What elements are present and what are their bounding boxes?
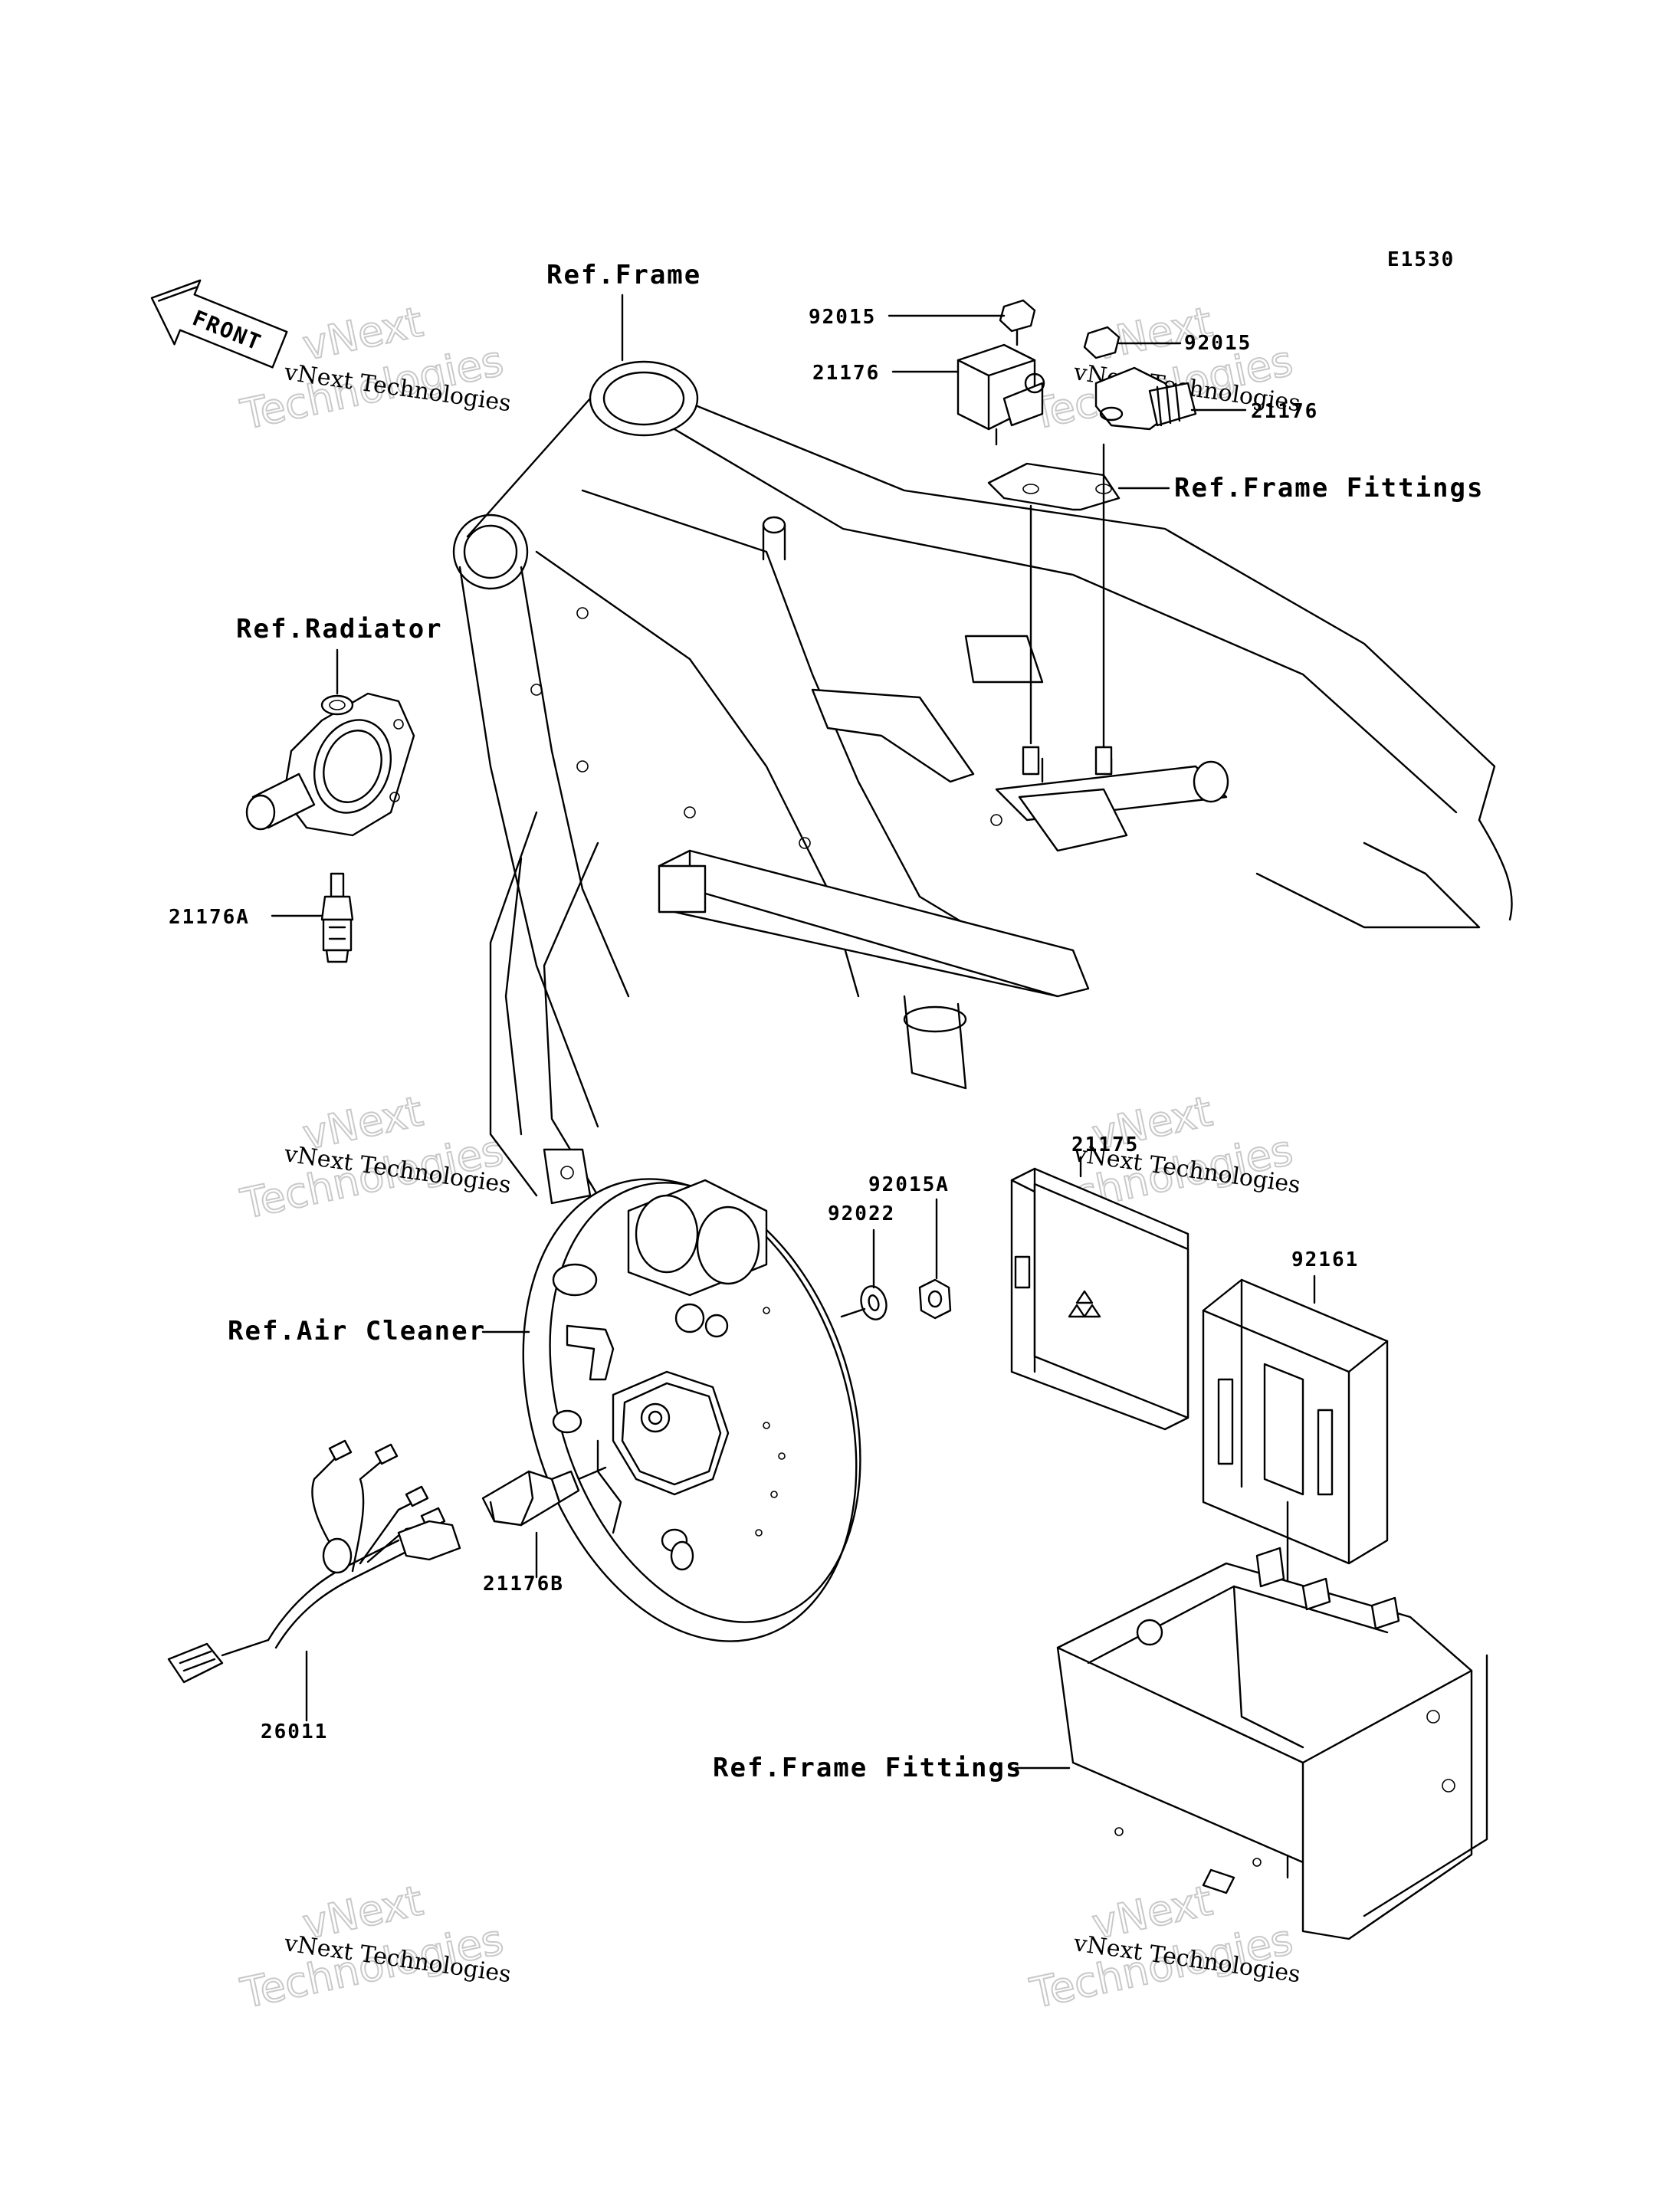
part-21176-left-label: 21176 xyxy=(812,362,880,385)
part-21176-right-label: 21176 xyxy=(1251,400,1318,423)
frame-illustration xyxy=(452,360,1513,1205)
part-21176A-label: 21176A xyxy=(169,906,250,929)
sensor-21176A xyxy=(320,872,354,963)
nut-92015A xyxy=(918,1278,952,1320)
part-92015A-label: 92015A xyxy=(868,1173,950,1196)
watermark-bottom-right: vNext Technologies vNext Technologies xyxy=(1025,1875,1302,2019)
ecu-21175 xyxy=(1010,1167,1189,1431)
cover-92161 xyxy=(1202,1278,1389,1565)
ref-frame-fittings-bottom-label: Ref.Frame Fittings xyxy=(713,1753,1022,1783)
ref-air-cleaner-label: Ref.Air Cleaner xyxy=(228,1316,486,1347)
watermark-mid-left: vNext Technologies vNext Technologies xyxy=(236,1086,513,1229)
front-arrow-icon: FRONT xyxy=(150,279,288,369)
ref-frame-label: Ref.Frame xyxy=(546,260,701,290)
part-21175-label: 21175 xyxy=(1071,1133,1139,1156)
ref-radiator-label: Ref.Radiator xyxy=(236,614,443,645)
part-92015-left-label: 92015 xyxy=(809,306,876,329)
part-26011-label: 26011 xyxy=(261,1720,328,1743)
washer-92022 xyxy=(860,1285,888,1320)
ref-frame-fittings-top-label: Ref.Frame Fittings xyxy=(1174,473,1484,504)
sensor-21176B xyxy=(481,1466,607,1527)
part-21176B-label: 21176B xyxy=(483,1573,564,1596)
nut-92015-right xyxy=(1083,326,1121,359)
part-92015-right-label: 92015 xyxy=(1184,332,1252,355)
radiator-housing xyxy=(245,692,415,837)
washer-center-line xyxy=(840,1307,866,1318)
nut-92015-left xyxy=(999,299,1036,346)
watermark-bottom-left: vNext Technologies vNext Technologies xyxy=(236,1875,513,2019)
wiring-harness-26011 xyxy=(167,1439,461,1684)
sensor-bracket-plate xyxy=(987,443,1121,776)
battery-tray xyxy=(1056,1547,1488,1940)
watermark-top-left: vNext Technologies vNext Technologies xyxy=(236,297,513,440)
air-cleaner-plate xyxy=(522,1178,861,1642)
diagram-code: E1530 xyxy=(1387,248,1455,271)
sensor-21176-left xyxy=(956,343,1045,446)
part-92022-label: 92022 xyxy=(828,1202,895,1225)
part-92161-label: 92161 xyxy=(1291,1248,1359,1271)
sensor-21176-right xyxy=(1094,366,1197,431)
